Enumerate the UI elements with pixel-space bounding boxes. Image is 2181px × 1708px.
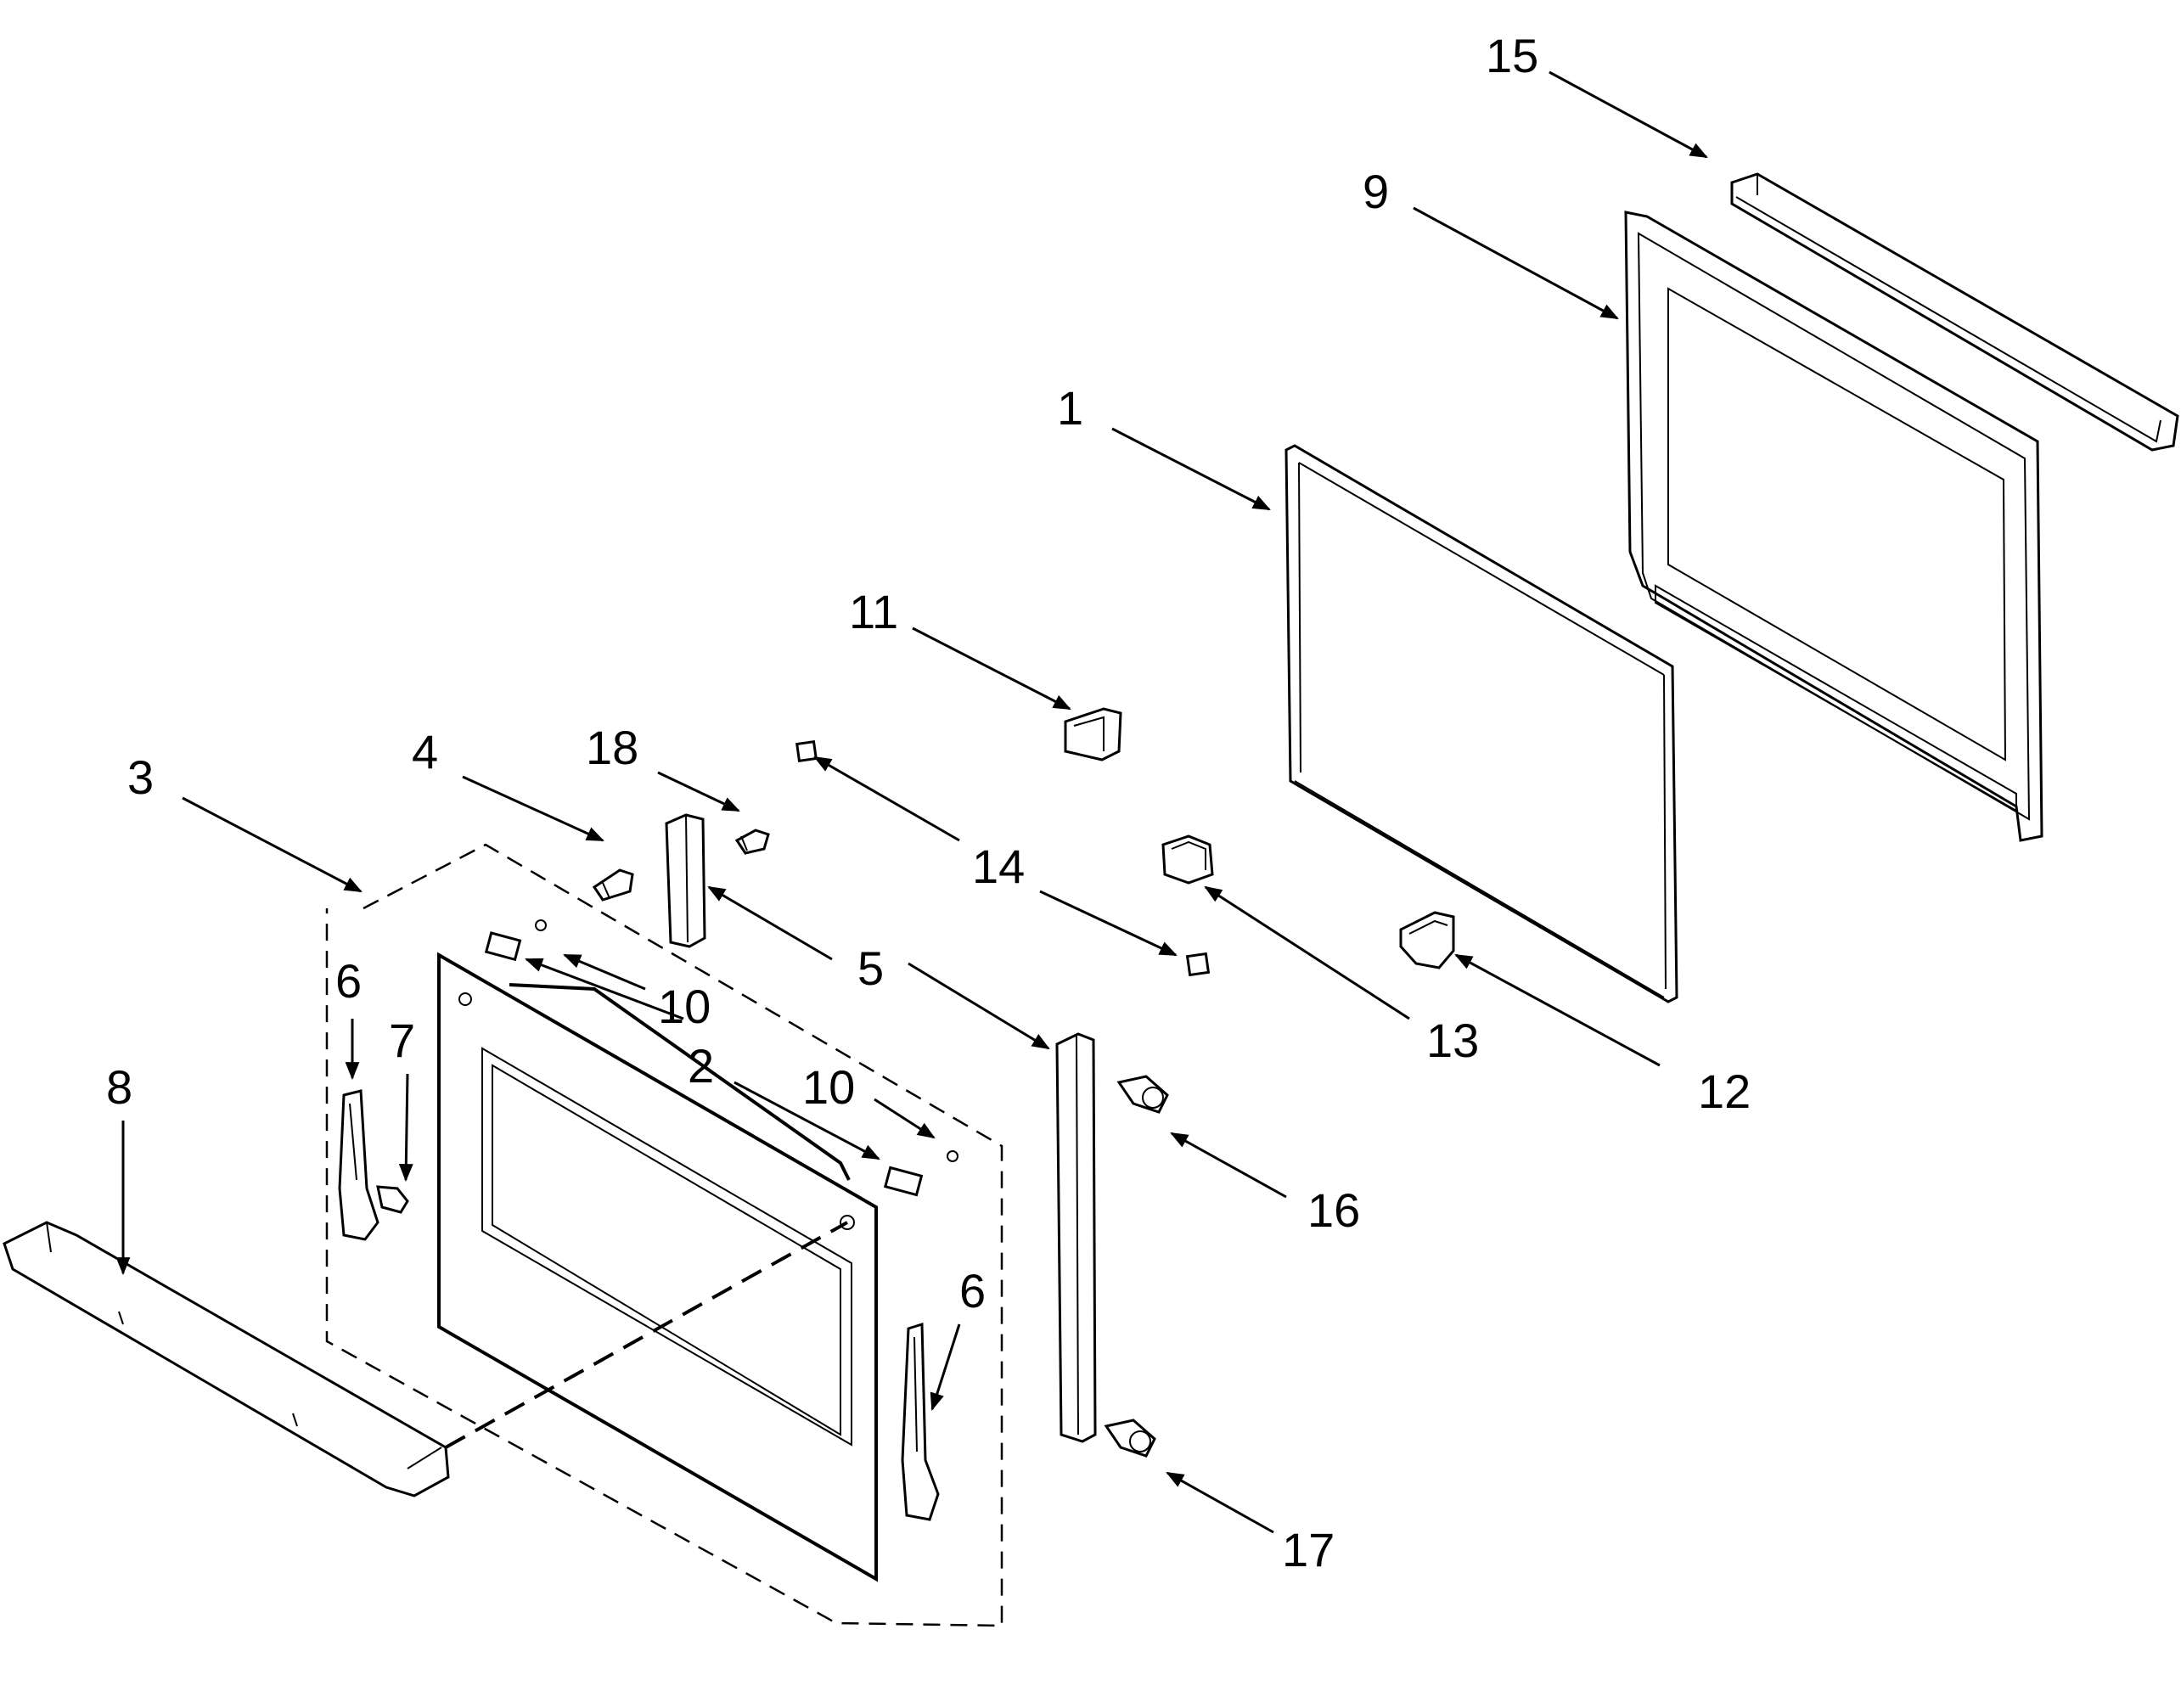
callout-8: 8 (106, 1060, 132, 1114)
callout-4: 4 (412, 725, 438, 778)
part-6-hinge-left (338, 1089, 379, 1241)
part-5-channel-lower (1055, 1032, 1097, 1443)
part-4-screw (592, 868, 634, 902)
part-2-door-front (437, 952, 878, 1582)
callout-15: 15 (1486, 29, 1538, 82)
callout-10-upper: 10 (658, 980, 711, 1033)
part-6-hinge-right (901, 1322, 940, 1521)
callout-3: 3 (127, 750, 154, 804)
part-8-handle (3, 1221, 450, 1497)
callout-7: 7 (389, 1014, 415, 1067)
callout-2: 2 (688, 1039, 714, 1093)
part-9-outer-panel (1624, 211, 2043, 842)
callout-5: 5 (857, 941, 884, 995)
part-10-tabs (484, 919, 958, 1197)
callout-10-lower: 10 (802, 1060, 855, 1114)
part-13-bracket (1161, 834, 1214, 885)
part-18-screw (734, 829, 770, 855)
callout-13: 13 (1426, 1014, 1479, 1067)
part-17-screw (1104, 1419, 1156, 1458)
callout-16: 16 (1307, 1183, 1360, 1237)
handle-assembly-line (445, 1221, 848, 1449)
callout-numbers: 15 9 1 11 4 18 3 14 5 10 13 6 7 2 10 12 … (106, 29, 1751, 1576)
part-3-door-assembly-outline (325, 843, 1003, 1627)
callout-6-left: 6 (335, 954, 362, 1008)
callout-6-right: 6 (959, 1264, 986, 1318)
glass-assembly-line (1294, 780, 1665, 998)
callout-12: 12 (1698, 1065, 1751, 1118)
callout-9: 9 (1363, 165, 1389, 218)
part-1-inner-glass (1284, 444, 1678, 1003)
part-15-top-trim (1730, 172, 2179, 452)
part-14-pads (795, 740, 1211, 977)
part-5-channel-upper (665, 813, 706, 948)
callout-leaders (115, 70, 1708, 1534)
part-11-clip (1064, 707, 1122, 761)
part-7-screw (376, 1185, 409, 1214)
part-16-screw (1116, 1075, 1169, 1114)
callout-18: 18 (586, 721, 638, 774)
callout-14: 14 (972, 840, 1025, 893)
callout-1: 1 (1057, 381, 1083, 435)
callout-17: 17 (1282, 1523, 1335, 1576)
callout-11: 11 (849, 585, 898, 638)
part-12-bracket (1399, 911, 1455, 969)
